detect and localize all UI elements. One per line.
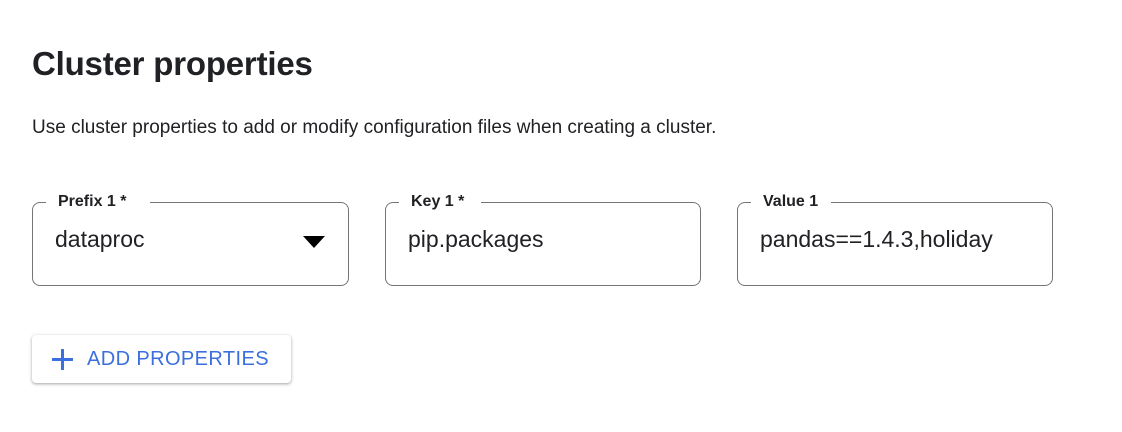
chevron-down-icon[interactable] xyxy=(303,236,325,248)
prefix-field-label: Prefix 1 * xyxy=(54,192,131,212)
add-properties-button[interactable]: ADD PROPERTIES xyxy=(32,335,291,383)
prefix-field-value[interactable]: dataproc xyxy=(55,226,145,252)
outline-leading xyxy=(32,202,46,286)
prefix-field[interactable]: Prefix 1 * dataproc xyxy=(32,192,349,286)
value-field-value[interactable]: pandas==1.4.3,holiday xyxy=(760,226,993,252)
key-field[interactable]: Key 1 * pip.packages xyxy=(385,192,701,286)
key-field-value[interactable]: pip.packages xyxy=(408,226,544,252)
page-description: Use cluster properties to add or modify … xyxy=(32,117,717,138)
plus-icon xyxy=(52,348,73,370)
key-field-label: Key 1 * xyxy=(407,192,469,212)
page-title: Cluster properties xyxy=(32,45,313,83)
add-properties-button-label: ADD PROPERTIES xyxy=(87,348,269,370)
outline-leading xyxy=(385,202,399,286)
outline-leading xyxy=(737,202,751,286)
value-field[interactable]: Value 1 pandas==1.4.3,holiday xyxy=(737,192,1053,286)
value-field-label: Value 1 xyxy=(759,192,823,212)
property-fields-row: Prefix 1 * dataproc Key 1 * pip.packages xyxy=(0,192,1122,288)
